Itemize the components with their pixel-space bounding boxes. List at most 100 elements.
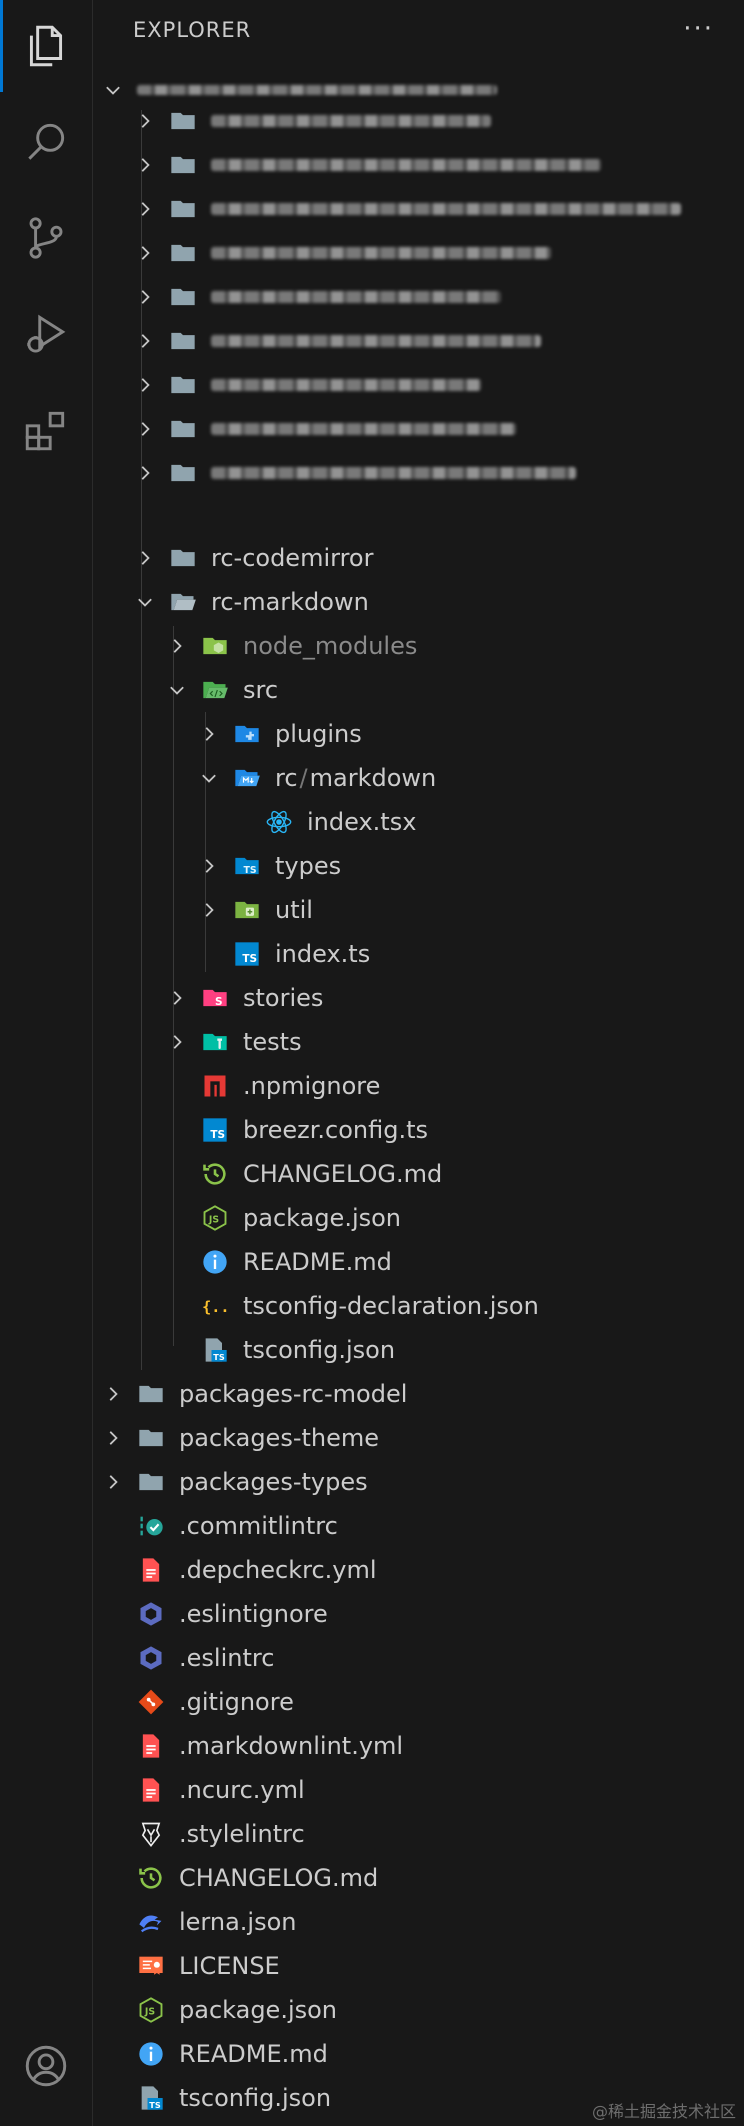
tree-folder[interactable]: [93, 451, 744, 495]
chevron-right-icon: [197, 854, 221, 878]
tree-label: README.md: [243, 1248, 392, 1276]
folder-icon: [169, 151, 197, 179]
svg-text:TS: TS: [213, 1352, 225, 1362]
json-icon: {..}: [201, 1292, 229, 1320]
tree-file-package-json-root[interactable]: JS package.json: [93, 1988, 744, 2032]
tree-file-tsconfig-declaration[interactable]: {..} tsconfig-declaration.json: [93, 1284, 744, 1328]
folder-plugin-icon: [233, 720, 261, 748]
chevron-down-icon: [165, 678, 189, 702]
chevron-right-icon: [165, 1030, 189, 1054]
run-debug-icon: [27, 314, 66, 353]
tree-folder[interactable]: [93, 99, 744, 143]
tree-folder-util[interactable]: util: [93, 888, 744, 932]
tree-label: packages-rc-model: [179, 1380, 408, 1408]
tree-file-breezr-config[interactable]: TS breezr.config.ts: [93, 1108, 744, 1152]
search-activity-button[interactable]: [0, 96, 92, 188]
path-separator: /: [299, 764, 308, 792]
tree-file-readme-root[interactable]: README.md: [93, 2032, 744, 2076]
tree-folder-packages-theme[interactable]: packages-theme: [93, 1416, 744, 1460]
tree-folder-plugins[interactable]: plugins: [93, 712, 744, 756]
tree-label: node_modules: [243, 632, 418, 660]
tree-folder[interactable]: [93, 231, 744, 275]
tree-label: .npmignore: [243, 1072, 381, 1100]
tree-label: index.ts: [275, 940, 371, 968]
tree-folder[interactable]: [93, 407, 744, 451]
folder-icon: [169, 327, 197, 355]
tree-file-ncurc[interactable]: .ncurc.yml: [93, 1768, 744, 1812]
commitlint-icon: [137, 1512, 165, 1540]
tree-folder[interactable]: [93, 275, 744, 319]
eslint-icon: [137, 1644, 165, 1672]
tree-folder-tests[interactable]: tests: [93, 1020, 744, 1064]
tree-file-tsconfig-root[interactable]: TS tsconfig.json: [93, 2076, 744, 2120]
folder-icon: [169, 415, 197, 443]
tree-file-gitignore[interactable]: .gitignore: [93, 1680, 744, 1724]
extensions-activity-button[interactable]: [0, 384, 92, 476]
tree-file-eslintignore[interactable]: .eslintignore: [93, 1592, 744, 1636]
folder-icon: [169, 195, 197, 223]
folder-test-icon: [201, 1028, 229, 1056]
tree-label: README.md: [179, 2040, 328, 2068]
tree-folder[interactable]: [93, 187, 744, 231]
tree-folder[interactable]: [93, 363, 744, 407]
folder-src-icon: [201, 676, 229, 704]
tree-label: types: [275, 852, 342, 880]
tree-folder-packages-rc-model[interactable]: packages-rc-model: [93, 1372, 744, 1416]
tree-file-readme[interactable]: README.md: [93, 1240, 744, 1284]
tree-file-depcheckrc[interactable]: .depcheckrc.yml: [93, 1548, 744, 1592]
svg-text:JS: JS: [144, 2007, 155, 2018]
tree-file-index-tsx[interactable]: index.tsx: [93, 800, 744, 844]
license-icon: [137, 1952, 165, 1980]
tree-file-npmignore[interactable]: .npmignore: [93, 1064, 744, 1108]
workspace-root[interactable]: [93, 70, 744, 110]
tree-folder-packages-types[interactable]: packages-types: [93, 1460, 744, 1504]
tree-folder-stories[interactable]: S stories: [93, 976, 744, 1020]
folder-icon: [169, 544, 197, 572]
folder-node-icon: [201, 632, 229, 660]
chevron-right-icon: [133, 285, 157, 309]
npm-icon: [201, 1072, 229, 1100]
folder-markdown-icon: [233, 764, 261, 792]
tree-file-license[interactable]: LICENSE: [93, 1944, 744, 1988]
chevron-right-icon: [197, 722, 221, 746]
tree-file-commitlintrc[interactable]: .commitlintrc: [93, 1504, 744, 1548]
run-debug-activity-button[interactable]: [0, 288, 92, 380]
tree-folder[interactable]: [93, 319, 744, 363]
tree-file-lerna[interactable]: lerna.json: [93, 1900, 744, 1944]
tree-file-index-ts[interactable]: TS index.ts: [93, 932, 744, 976]
tree-folder-rc-codemirror[interactable]: rc-codemirror: [93, 536, 744, 580]
indent-guide: [141, 110, 142, 1370]
activity-bar: [0, 0, 93, 2126]
tree-file-tsconfig[interactable]: TS tsconfig.json: [93, 1328, 744, 1372]
more-actions-button[interactable]: ···: [683, 14, 714, 44]
blurred-label: [211, 423, 516, 435]
tree-label: packages-theme: [179, 1424, 380, 1452]
source-control-activity-button[interactable]: [0, 192, 92, 284]
tree-file-package-json[interactable]: JS package.json: [93, 1196, 744, 1240]
tree-file-eslintrc[interactable]: .eslintrc: [93, 1636, 744, 1680]
tree-file-changelog-root[interactable]: CHANGELOG.md: [93, 1856, 744, 1900]
blurred-label: [211, 467, 576, 479]
tree-file-markdownlint[interactable]: .markdownlint.yml: [93, 1724, 744, 1768]
tree-label: tests: [243, 1028, 302, 1056]
tree-file-changelog[interactable]: CHANGELOG.md: [93, 1152, 744, 1196]
explorer-activity-button[interactable]: [0, 0, 92, 92]
chevron-right-icon: [133, 197, 157, 221]
folder-icon: [169, 371, 197, 399]
tree-folder-rc-markdown-nested[interactable]: rc/markdown: [93, 756, 744, 800]
folder-icon: [169, 107, 197, 135]
tree-folder-types[interactable]: TS types: [93, 844, 744, 888]
tree-folder-rc-markdown[interactable]: rc-markdown: [93, 580, 744, 624]
blurred-label: [211, 379, 481, 391]
tree-folder-node-modules[interactable]: node_modules: [93, 624, 744, 668]
tree-label: .stylelintrc: [179, 1820, 305, 1848]
chevron-down-icon: [101, 78, 125, 102]
folder-icon: [169, 459, 197, 487]
search-icon: [28, 123, 65, 160]
tree-folder-src[interactable]: src: [93, 668, 744, 712]
tree-label: .markdownlint.yml: [179, 1732, 404, 1760]
accounts-activity-button[interactable]: [0, 2020, 92, 2112]
tree-file-stylelintrc[interactable]: .stylelintrc: [93, 1812, 744, 1856]
tree-folder[interactable]: [93, 143, 744, 187]
blurred-label: [211, 159, 601, 171]
